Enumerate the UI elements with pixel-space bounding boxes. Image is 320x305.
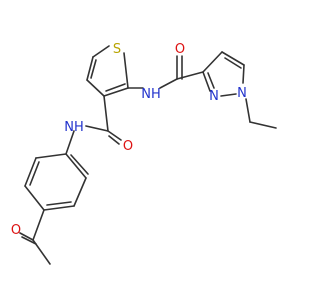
molecule-canvas: S NH O N N O NH O — [11, 42, 277, 265]
bond — [176, 71, 204, 80]
bond — [242, 64, 245, 84]
bond — [103, 95, 109, 132]
carbonyl-oxygen-label-left: O — [123, 139, 133, 154]
pyrazole-n1-label: N — [237, 86, 247, 101]
bond — [221, 51, 245, 66]
sulfur-atom-label: S — [113, 42, 121, 57]
bond — [202, 51, 223, 73]
structure-diagram: S NH O N N O NH O — [11, 42, 277, 265]
bond — [92, 45, 110, 58]
bond — [207, 72, 215, 89]
bond — [90, 59, 97, 79]
bond — [123, 52, 129, 89]
bond — [73, 177, 87, 207]
bond — [65, 153, 87, 179]
bond — [108, 135, 120, 145]
bond — [202, 71, 211, 92]
bond — [245, 98, 251, 123]
bond — [24, 185, 45, 211]
bond — [32, 239, 51, 265]
bond — [86, 56, 94, 81]
bond — [249, 121, 277, 129]
bonds — [19, 45, 277, 265]
amide-nh-label-right: NH — [141, 87, 161, 102]
bond — [43, 205, 75, 211]
bond — [24, 157, 37, 187]
bond — [107, 130, 122, 141]
bond — [65, 130, 75, 155]
bond — [105, 83, 126, 92]
bond — [85, 125, 109, 132]
bond — [46, 201, 72, 206]
bond — [86, 79, 105, 97]
carbonyl-oxygen-label-right: O — [175, 42, 185, 57]
bond — [220, 93, 237, 97]
bond — [224, 57, 242, 69]
bond — [35, 153, 67, 159]
bond — [159, 78, 178, 89]
amide-nh-label-left: NH — [64, 120, 84, 135]
bond — [21, 236, 37, 245]
atom-labels: S NH O N N O NH O — [11, 42, 247, 238]
bond — [19, 232, 34, 241]
bond — [103, 87, 129, 97]
bond — [32, 209, 45, 241]
pyrazole-n2-label: N — [209, 89, 219, 104]
ketone-oxygen-label: O — [11, 223, 21, 238]
bond — [29, 161, 40, 186]
bond — [70, 154, 89, 175]
